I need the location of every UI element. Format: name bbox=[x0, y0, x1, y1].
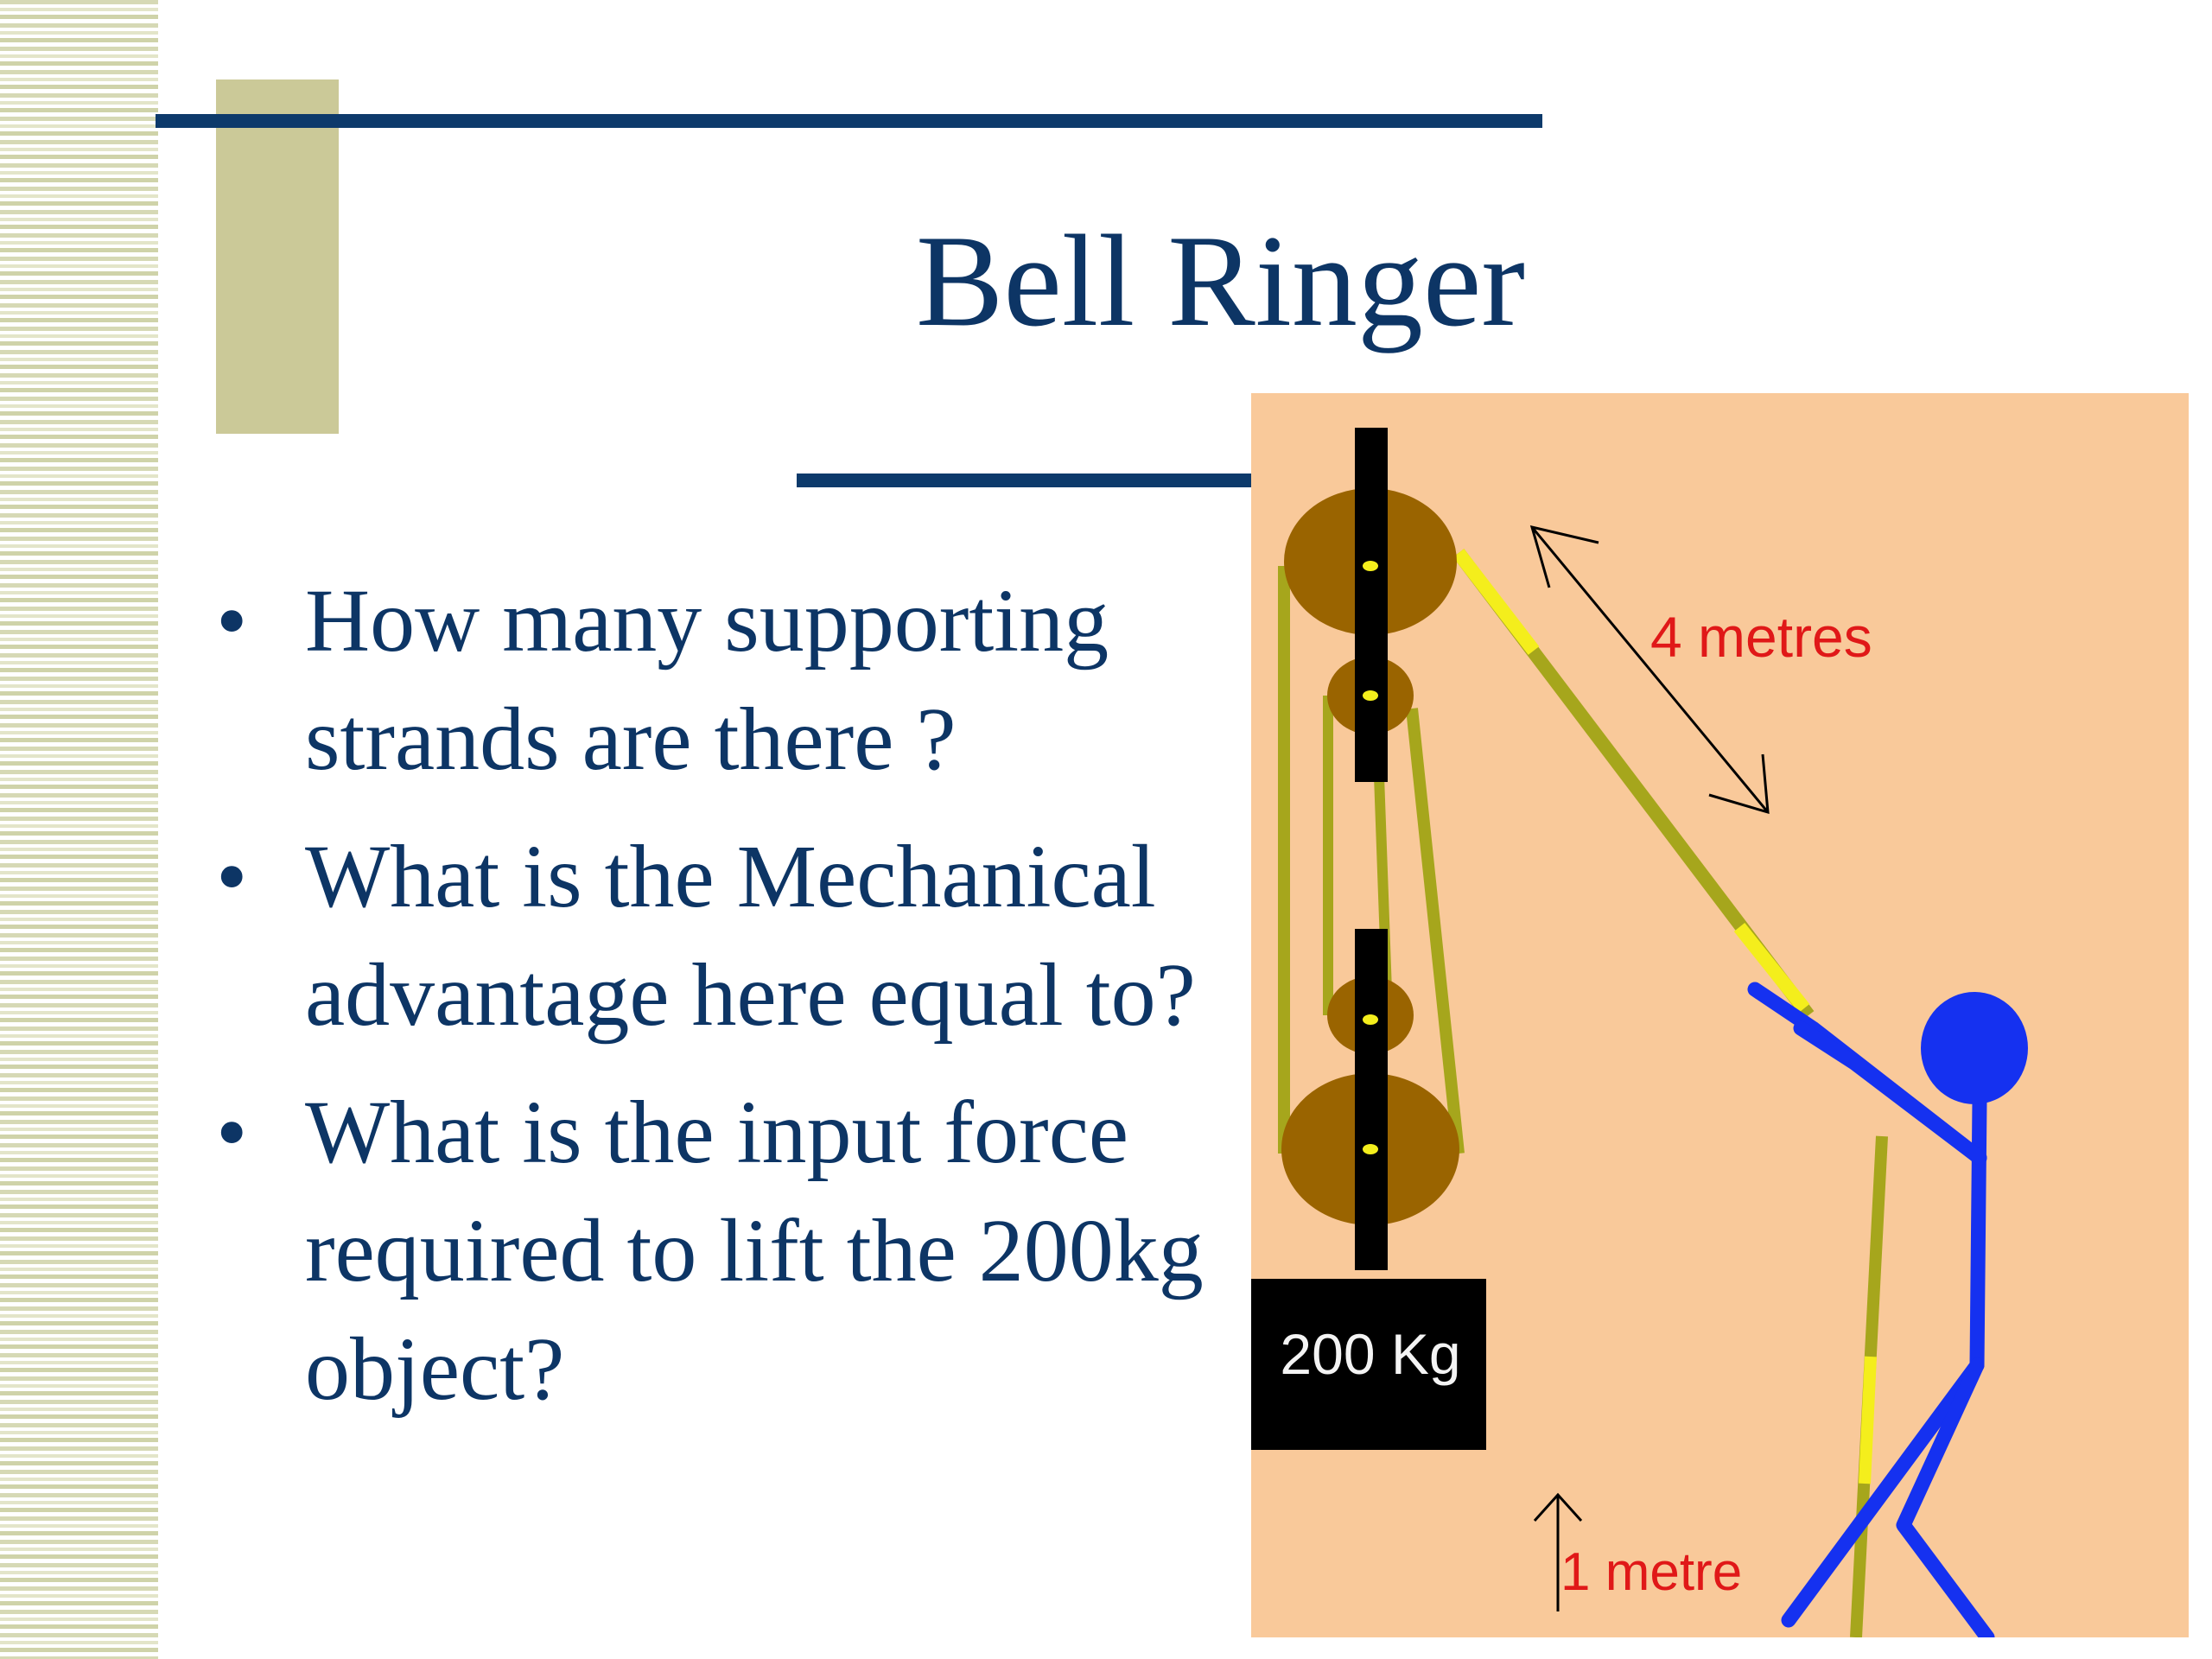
stick-person bbox=[1747, 982, 1995, 1637]
bullet-marker: • bbox=[216, 827, 248, 926]
slide-title: Bell Ringer bbox=[916, 208, 1526, 353]
axle-pin bbox=[1363, 690, 1378, 701]
bullet-marker: • bbox=[216, 1083, 248, 1182]
arrow-head bbox=[1708, 753, 1770, 815]
lift-distance-label: 1 metre bbox=[1560, 1542, 1742, 1602]
arrow-head bbox=[1533, 1492, 1583, 1522]
load-label: 200 Kg bbox=[1280, 1322, 1460, 1386]
lower-axle-bar bbox=[1355, 929, 1388, 1270]
lift-distance-arrow bbox=[1533, 1492, 1583, 1611]
rope-highlight bbox=[1452, 549, 1540, 655]
title-rule-bottom bbox=[797, 474, 1262, 487]
person-leg bbox=[1781, 1357, 1985, 1628]
person-leg bbox=[1896, 1357, 1995, 1637]
striped-margin-decoration bbox=[0, 0, 158, 1659]
question-item: • How many supporting strands are there … bbox=[216, 562, 1236, 798]
rope-highlight bbox=[1859, 1356, 1877, 1484]
question-text: How many supporting strands are there ? bbox=[305, 571, 1109, 789]
load-block bbox=[1251, 1279, 1486, 1450]
upper-axle-bar bbox=[1355, 428, 1388, 782]
arrow-shaft bbox=[1530, 526, 1770, 813]
question-item: • What is the input force required to li… bbox=[216, 1073, 1236, 1428]
question-text: What is the Mechanical advantage here eq… bbox=[305, 827, 1196, 1045]
question-item: • What is the Mechanical advantage here … bbox=[216, 817, 1236, 1054]
question-list: • How many supporting strands are there … bbox=[216, 562, 1236, 1447]
pulley-diagram: 200 Kg 4 metres 1 metre bbox=[1251, 393, 2189, 1637]
rope-highlight bbox=[1733, 923, 1810, 1013]
accent-block bbox=[216, 79, 339, 434]
axle-pin bbox=[1363, 561, 1378, 571]
pull-distance-label: 4 metres bbox=[1650, 605, 1872, 669]
rope-strand bbox=[1406, 708, 1465, 1154]
pull-distance-arrow bbox=[1529, 524, 1770, 815]
axle-pin bbox=[1363, 1014, 1378, 1025]
axle-pins bbox=[1363, 561, 1378, 1154]
arrow-head bbox=[1529, 524, 1599, 588]
axle-pin bbox=[1363, 1144, 1378, 1154]
question-text: What is the input force required to lift… bbox=[305, 1083, 1204, 1419]
person-arm bbox=[1793, 1020, 1987, 1166]
bullet-marker: • bbox=[216, 571, 248, 671]
person-body bbox=[1969, 1094, 1987, 1373]
person-head bbox=[1921, 992, 2028, 1104]
title-rule-top bbox=[156, 114, 1542, 128]
